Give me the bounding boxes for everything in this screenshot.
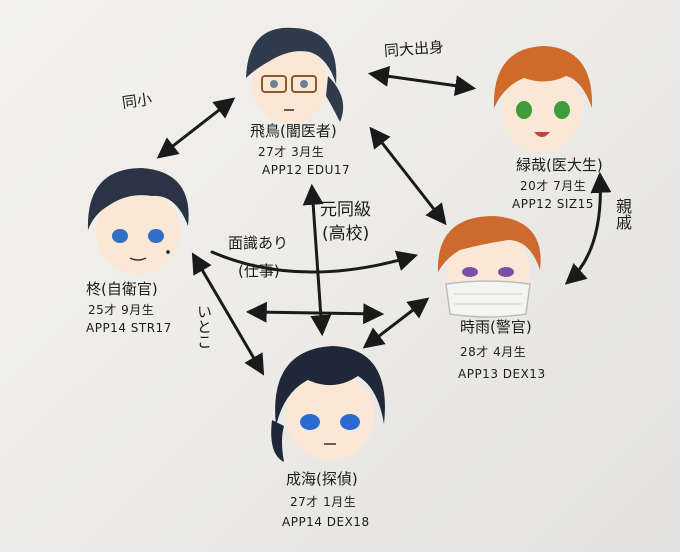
arrow-asuka-shigure <box>369 126 447 226</box>
narumi-portrait <box>271 346 385 462</box>
relation-cousins: いとこ <box>195 304 213 349</box>
arrow-rokuya-shigure <box>564 171 612 285</box>
arrow-shigure-narumi <box>362 297 430 349</box>
relation-acquaintance: 面識あり <box>228 234 289 252</box>
rokuya-stats: APP12 SIZ15 <box>512 197 594 211</box>
arrow-asuka-rokuya <box>367 65 477 97</box>
relation-same-university: 同大出身 <box>383 37 445 61</box>
shigure-portrait <box>437 216 541 318</box>
hiiragi-age: 25才 9月生 <box>88 303 155 317</box>
narumi-age: 27才 1月生 <box>290 495 357 509</box>
relation-relatives: 親戚 <box>613 198 632 230</box>
asuka-name: 飛鳥(闇医者) <box>250 122 337 140</box>
rokuya-portrait <box>493 46 593 152</box>
shigure-name: 時雨(警官) <box>460 318 532 336</box>
narumi-stats: APP14 DEX18 <box>282 515 370 529</box>
hiiragi-stats: APP14 STR17 <box>86 321 172 335</box>
asuka-portrait <box>246 27 344 124</box>
arrow-hiiragi-narumi <box>191 252 265 376</box>
shigure-stats: APP13 DEX13 <box>458 367 546 381</box>
relation-former-classmates: 元同級 <box>320 200 371 220</box>
hiiragi-name: 柊(自衛官) <box>86 280 158 298</box>
relation-same-elementary: 同小 <box>120 90 154 113</box>
arrow-asuka-hiiragi <box>156 97 236 159</box>
relation-work: (仕事) <box>238 262 280 280</box>
rokuya-age: 20才 7月生 <box>520 179 587 193</box>
asuka-stats: APP12 EDU17 <box>262 163 351 177</box>
narumi-name: 成海(探偵) <box>286 470 358 488</box>
hiiragi-portrait <box>87 168 189 274</box>
relation-highschool: (高校) <box>322 224 370 244</box>
shigure-age: 28才 4月生 <box>460 345 527 359</box>
asuka-age: 27才 3月生 <box>258 145 325 159</box>
rokuya-name: 緑哉(医大生) <box>516 156 603 174</box>
arrow-horizontal-cross <box>245 301 385 325</box>
